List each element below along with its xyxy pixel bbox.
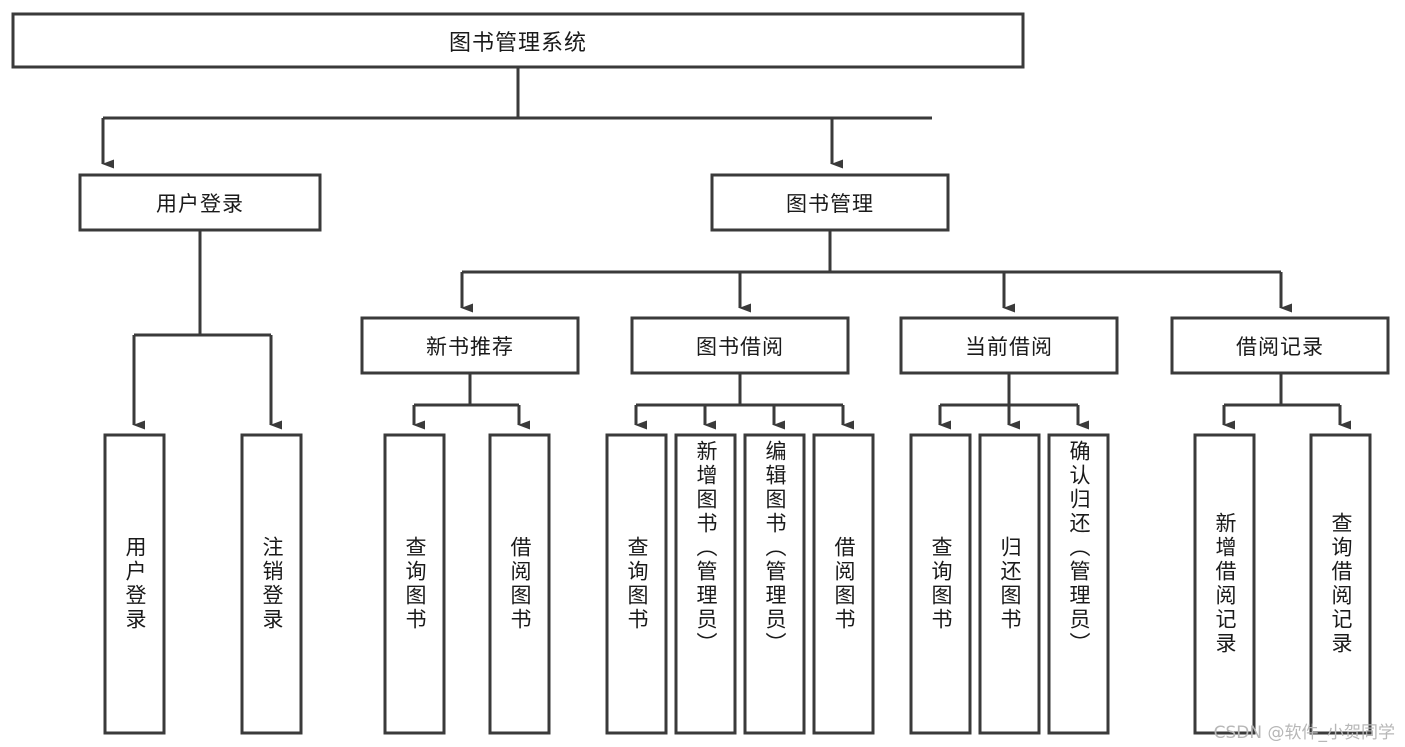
- node-user-login-box[interactable]: [78, 173, 322, 232]
- node-current-borrow-box[interactable]: [899, 316, 1119, 375]
- leaf-box-user-login-2[interactable]: [240, 433, 303, 735]
- node-new-book-box[interactable]: [360, 316, 580, 375]
- leaf-box-user-login-1[interactable]: [103, 433, 166, 735]
- leaf-box-new-book-1[interactable]: [383, 433, 446, 735]
- leaf-box-borrow-record-1[interactable]: [1193, 433, 1256, 735]
- node-borrow-record-box[interactable]: [1170, 316, 1390, 375]
- leaf-box-book-borrow-3[interactable]: [743, 433, 806, 735]
- leaf-box-current-borrow-2[interactable]: [978, 433, 1041, 735]
- leaf-box-book-borrow-1[interactable]: [605, 433, 668, 735]
- leaf-box-book-borrow-4[interactable]: [812, 433, 875, 735]
- leaf-box-new-book-2[interactable]: [488, 433, 551, 735]
- node-root-box[interactable]: [11, 12, 1025, 69]
- leaf-box-current-borrow-1[interactable]: [909, 433, 972, 735]
- leaf-box-borrow-record-2[interactable]: [1309, 433, 1372, 735]
- node-book-manage-box[interactable]: [710, 173, 950, 232]
- leaf-box-book-borrow-2[interactable]: [674, 433, 737, 735]
- leaf-box-current-borrow-3[interactable]: [1047, 433, 1110, 735]
- node-book-borrow-box[interactable]: [630, 316, 850, 375]
